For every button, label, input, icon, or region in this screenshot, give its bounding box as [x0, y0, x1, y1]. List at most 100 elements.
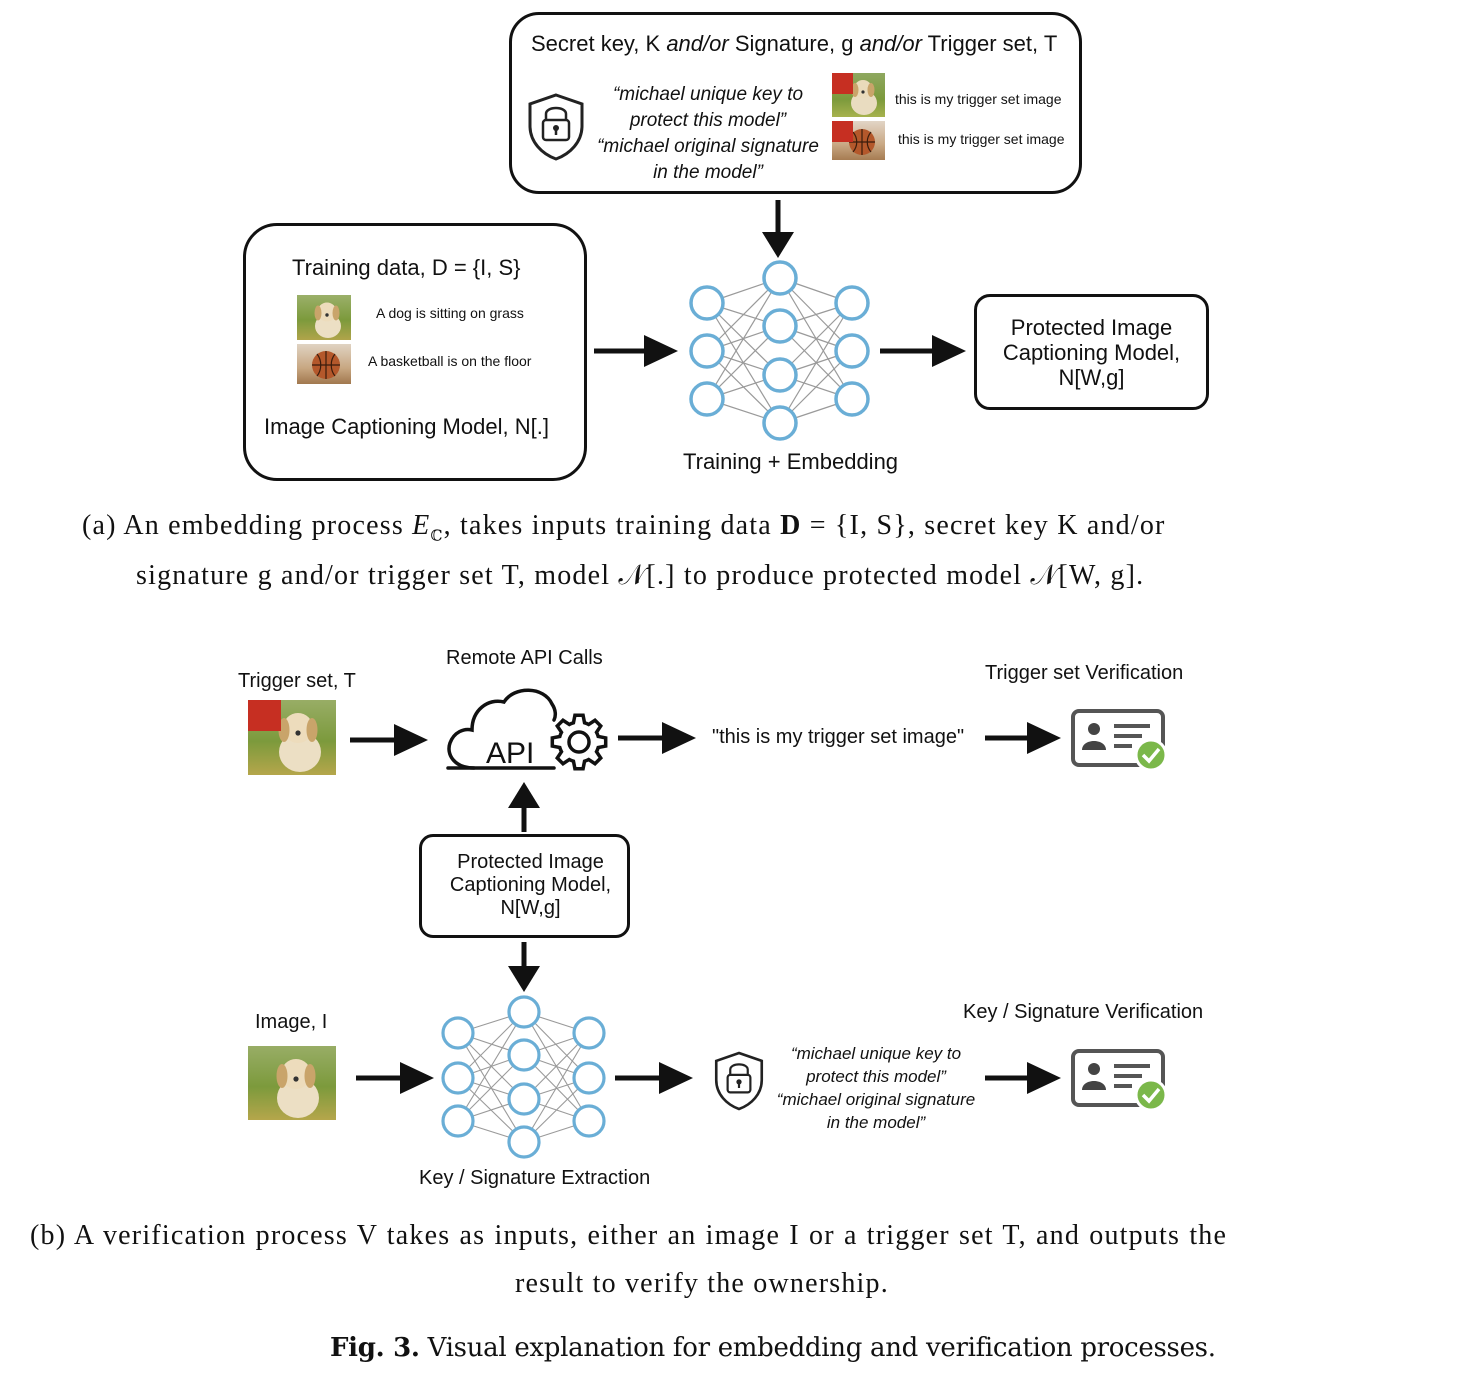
network-node: [507, 1082, 541, 1116]
protected-model-label: Protected Image Captioning Model, N[W,g]: [419, 851, 642, 920]
protected-line: N[W,g]: [1058, 365, 1125, 390]
network-node: [572, 1104, 606, 1138]
network-edge: [779, 302, 853, 424]
basketball-photo: [297, 344, 351, 384]
network-node: [572, 1061, 606, 1095]
key-verification-label: Key / Signature Verification: [963, 1001, 1204, 1023]
title-signature: Signature, g: [728, 31, 860, 56]
protected-line: Captioning Model,: [449, 874, 612, 896]
network-node: [762, 308, 798, 344]
figure-label: Fig. 3.: [330, 1333, 420, 1363]
network-node: [507, 1125, 541, 1159]
title-and-or: and/or: [666, 31, 729, 56]
arrow: [762, 200, 794, 258]
arrow: [508, 782, 540, 832]
arrow: [618, 722, 696, 754]
trigger-dog-photo: [248, 700, 336, 775]
network-edge: [706, 277, 781, 400]
caption-a-line1: (a) An embedding process Eℂ, takes input…: [82, 510, 1166, 546]
figure-caption-text: Visual explanation for embedding and ver…: [427, 1333, 1216, 1363]
title-and-or: and/or: [859, 31, 922, 56]
training-caption-dog: A dog is sitting on grass: [376, 305, 524, 321]
network-node: [834, 381, 870, 417]
network-node: [762, 357, 798, 393]
trigger-verification-label: Trigger set Verification: [985, 662, 1184, 684]
training-data-title: Training data, D = {I, S}: [292, 255, 521, 280]
network-node: [834, 333, 870, 369]
shield-lock-icon: [714, 1051, 764, 1111]
trigger-ball-thumb: [832, 121, 885, 160]
protected-model-box: [419, 834, 630, 938]
secret-quote: “michael unique key to protect this mode…: [588, 82, 828, 186]
network-node: [507, 1038, 541, 1072]
id-card-check-icon: [1071, 709, 1168, 772]
neural-network-embedding: [689, 260, 870, 441]
network-edge: [457, 1011, 525, 1122]
secret-key-box: [509, 12, 1082, 194]
caption-text: (a) An embedding process: [82, 510, 413, 541]
model-label: Image Captioning Model, N[.]: [264, 414, 549, 439]
quote-line: protect this model”: [806, 1067, 946, 1086]
network-node: [762, 260, 798, 296]
network-node: [834, 285, 870, 321]
caption-text: , takes inputs training data: [443, 510, 781, 541]
training-embedding-label: Training + Embedding: [683, 449, 899, 474]
quote-line: “michael unique key to: [612, 84, 804, 105]
caption-symbol-d: D: [780, 510, 802, 541]
gear-icon: [550, 713, 608, 771]
dog-photo: [248, 1046, 336, 1120]
trigger-set-label: Trigger set, T: [238, 670, 356, 692]
quote-line: in the model”: [826, 1113, 926, 1132]
neural-network-extraction: [441, 995, 606, 1159]
arrow: [356, 1062, 434, 1094]
trigger-dog-thumb: [832, 73, 885, 117]
caption-symbol-sub: ℂ: [430, 528, 444, 545]
id-card-check-icon: [1071, 1049, 1168, 1112]
api-text: API: [486, 737, 534, 770]
trigger-caption-2: this is my trigger set image: [898, 131, 1065, 147]
training-caption-ball: A basketball is on the floor: [368, 353, 532, 369]
network-node: [441, 1016, 475, 1050]
shield-lock-icon: [528, 93, 584, 161]
caption-text: = {I, S}, secret key K and/or: [801, 510, 1166, 541]
network-edge: [523, 1032, 590, 1143]
trigger-caption-1: this is my trigger set image: [895, 91, 1062, 107]
network-node: [441, 1061, 475, 1095]
quote-line: “michael original signature: [597, 136, 819, 157]
caption-b-line2: result to verify the ownership.: [515, 1268, 889, 1299]
network-node: [689, 333, 725, 369]
quote-line: “michael unique key to: [790, 1044, 962, 1063]
protected-model-box: [974, 294, 1209, 410]
api-output-text: "this is my trigger set image": [712, 726, 965, 748]
arrow: [880, 335, 966, 367]
network-node: [689, 285, 725, 321]
arrow: [350, 724, 428, 756]
dog-photo: [297, 295, 351, 340]
network-node: [572, 1016, 606, 1050]
network-node: [507, 995, 541, 1029]
arrow: [985, 1062, 1061, 1094]
quote-line: “michael original signature: [776, 1090, 976, 1109]
extracted-quote: “michael unique key to protect this mode…: [766, 1042, 986, 1134]
protected-line: Captioning Model,: [1002, 340, 1181, 365]
arrow: [508, 942, 540, 992]
title-key: Secret key, K: [531, 31, 667, 56]
arrow: [985, 722, 1061, 754]
remote-api-calls-label: Remote API Calls: [446, 647, 603, 669]
network-node: [441, 1104, 475, 1138]
caption-a-line2: signature g and/or trigger set T, model …: [136, 560, 1145, 591]
caption-symbol-e: E: [412, 510, 431, 541]
protected-line: N[W,g]: [500, 897, 561, 919]
network-node: [762, 405, 798, 441]
protected-model-label: Protected Image Captioning Model, N[W,g]: [965, 315, 1218, 390]
figure-caption: Fig. 3. Visual explanation for embedding…: [330, 1333, 1216, 1363]
arrow: [594, 335, 678, 367]
image-label: Image, I: [255, 1011, 328, 1033]
quote-line: protect this model”: [629, 110, 787, 131]
caption-b-line1: (b) A verification process V takes as in…: [30, 1220, 1228, 1251]
network-node: [689, 381, 725, 417]
cloud-api-icon: API: [446, 688, 558, 770]
protected-line: Protected Image: [457, 851, 604, 873]
secret-key-title: Secret key, K and/or Signature, g and/or…: [531, 31, 1057, 57]
quote-line: in the model”: [653, 162, 763, 183]
